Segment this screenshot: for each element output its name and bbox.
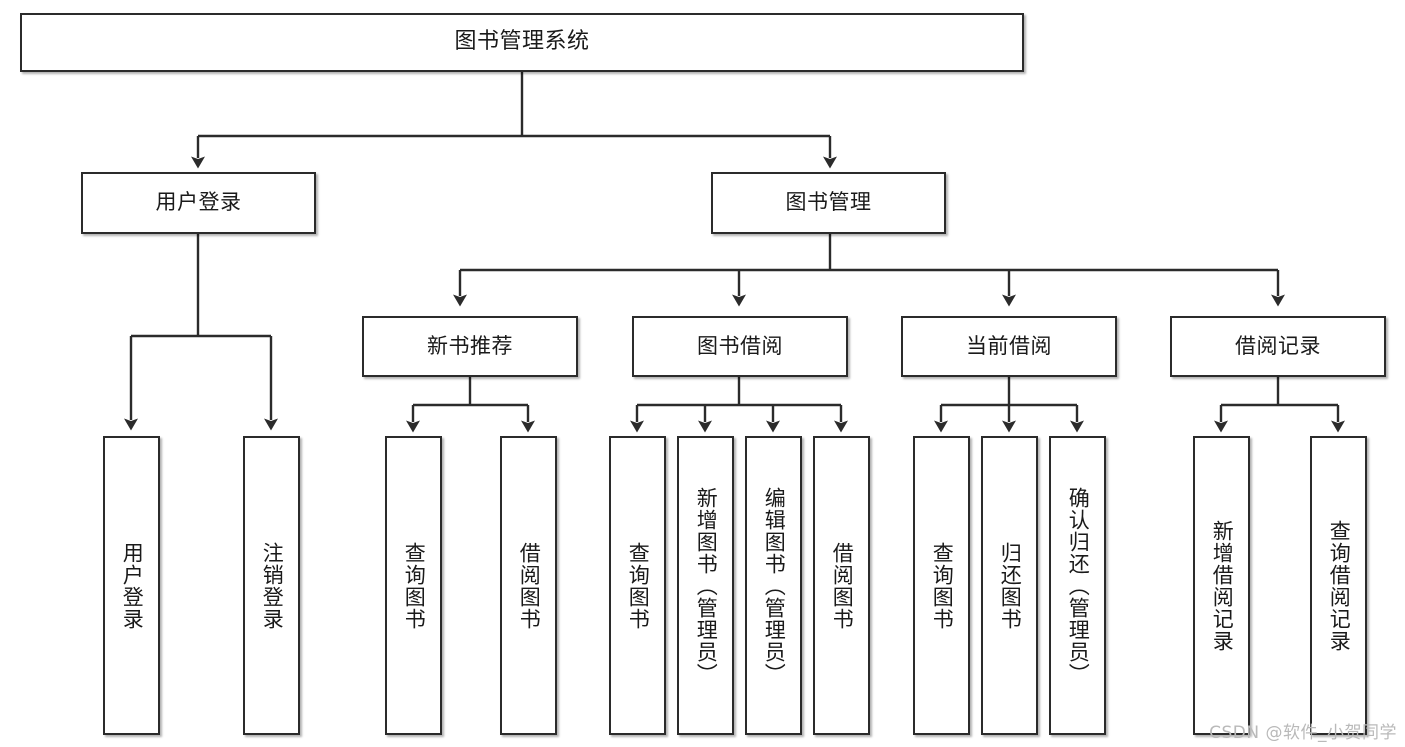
node-user-login[interactable]: 用户登录: [81, 172, 316, 234]
leaf-query-book-2-label: 查询图书: [626, 541, 651, 630]
leaf-edit-book-label: 编辑图书（管理员）: [762, 486, 787, 685]
leaf-user-logout[interactable]: 注销登录: [243, 436, 300, 735]
node-book-borrow-label: 图书借阅: [697, 333, 783, 358]
node-root[interactable]: 图书管理系统: [20, 13, 1024, 72]
node-new-book-rec[interactable]: 新书推荐: [362, 316, 578, 377]
leaf-user-login-label: 用户登录: [120, 541, 145, 630]
leaf-query-book-3[interactable]: 查询图书: [913, 436, 970, 735]
node-current-borrow[interactable]: 当前借阅: [901, 316, 1117, 377]
leaf-user-logout-label: 注销登录: [260, 541, 285, 630]
leaf-query-book-1-label: 查询图书: [402, 541, 427, 630]
leaf-confirm-return[interactable]: 确认归还（管理员）: [1049, 436, 1106, 735]
leaf-query-book-2[interactable]: 查询图书: [609, 436, 666, 735]
leaf-add-book-label: 新增图书（管理员）: [694, 486, 719, 685]
node-book-manage-label: 图书管理: [785, 190, 872, 215]
leaf-add-record[interactable]: 新增借阅记录: [1193, 436, 1250, 735]
leaf-confirm-return-label: 确认归还（管理员）: [1066, 486, 1091, 685]
node-user-login-label: 用户登录: [155, 190, 242, 215]
leaf-borrow-book-1[interactable]: 借阅图书: [500, 436, 557, 735]
node-borrow-record[interactable]: 借阅记录: [1170, 316, 1386, 377]
node-borrow-record-label: 借阅记录: [1235, 333, 1321, 358]
leaf-add-record-label: 新增借阅记录: [1210, 519, 1235, 652]
leaf-return-book-label: 归还图书: [998, 541, 1023, 630]
leaf-query-record[interactable]: 查询借阅记录: [1310, 436, 1367, 735]
leaf-query-book-3-label: 查询图书: [930, 541, 955, 630]
leaf-query-book-1[interactable]: 查询图书: [385, 436, 442, 735]
leaf-edit-book[interactable]: 编辑图书（管理员）: [745, 436, 802, 735]
leaf-user-login[interactable]: 用户登录: [103, 436, 160, 735]
node-current-borrow-label: 当前借阅: [966, 333, 1052, 358]
leaf-borrow-book-1-label: 借阅图书: [517, 541, 542, 630]
leaf-add-book[interactable]: 新增图书（管理员）: [677, 436, 734, 735]
leaf-return-book[interactable]: 归还图书: [981, 436, 1038, 735]
leaf-borrow-book-2-label: 借阅图书: [830, 541, 855, 630]
leaf-query-record-label: 查询借阅记录: [1327, 519, 1352, 652]
leaf-borrow-book-2[interactable]: 借阅图书: [813, 436, 870, 735]
node-new-book-rec-label: 新书推荐: [427, 333, 513, 358]
node-book-borrow[interactable]: 图书借阅: [632, 316, 848, 377]
node-root-label: 图书管理系统: [454, 29, 590, 55]
node-book-manage[interactable]: 图书管理: [711, 172, 946, 234]
csdn-watermark: CSDN @软件_小贺同学: [1209, 723, 1397, 743]
